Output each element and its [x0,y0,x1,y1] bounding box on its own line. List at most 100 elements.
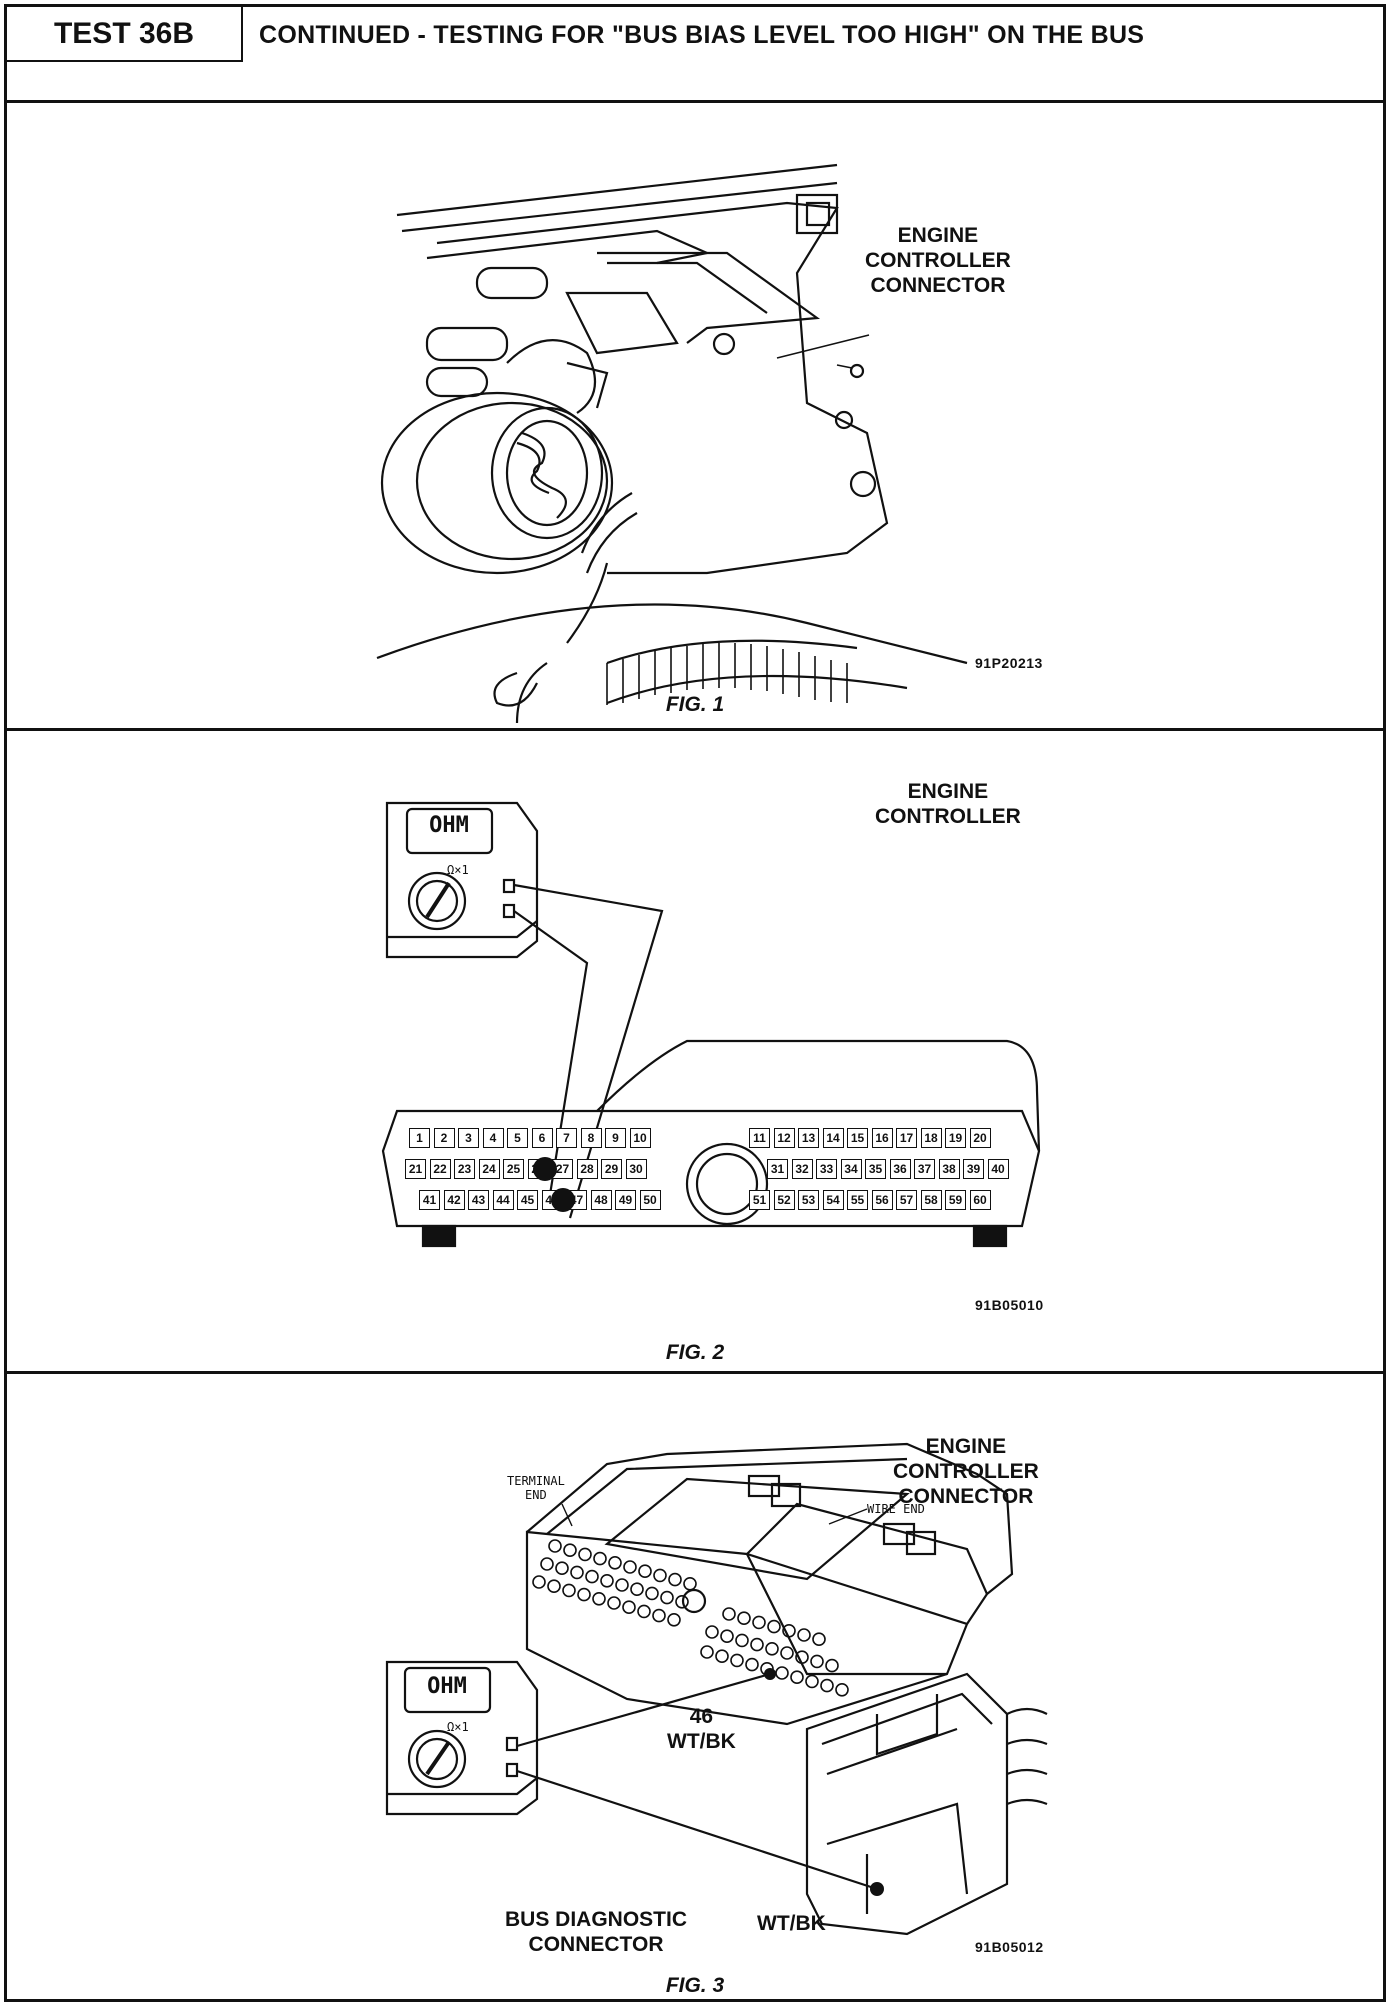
terminal-43: 43 [468,1190,489,1210]
connector-pin [645,1586,659,1601]
connector-pin [585,1569,599,1584]
bus-diagnostic-connector-label: BUS DIAGNOSTIC CONNECTOR [505,1908,688,1956]
terminal-49: 49 [615,1190,636,1210]
connector-pin [752,1615,766,1630]
connector-pin [780,1646,794,1660]
terminal-55: 55 [847,1190,868,1210]
terminal-4: 4 [482,1128,504,1148]
connector-pin [775,1666,789,1680]
page-title: CONTINUED - TESTING FOR "BUS BIAS LEVEL … [259,21,1145,49]
connector-pin [532,1575,546,1589]
figure-2-code: 91B05010 [975,1297,1044,1313]
figure-3-caption: FIG. 3 [665,1974,725,1997]
terminal-48: 48 [590,1190,612,1210]
terminal-19: 19 [945,1128,966,1148]
terminal-37: 37 [914,1159,935,1179]
connector-pin [737,1611,751,1625]
terminal-14: 14 [822,1128,844,1148]
terminal-34: 34 [840,1159,862,1179]
connector-pin [750,1637,764,1652]
connector-pin [638,1564,652,1578]
terminal-2: 2 [433,1128,455,1148]
engine-controller-connector-label: ENGINE CONTROLLER CONNECTOR [893,1435,1039,1508]
terminal-24: 24 [478,1159,500,1179]
engine-controller-connector-label: ENGINE CONTROLLER CONNECTOR [865,224,1011,297]
connector-pin [722,1607,736,1621]
terminal-18: 18 [920,1128,942,1148]
terminal-21: 21 [405,1159,426,1179]
terminal-9: 9 [605,1128,626,1148]
terminal-11: 11 [749,1128,770,1148]
terminal-50: 50 [639,1190,661,1210]
connector-pin [810,1654,824,1669]
connector-pin [782,1623,796,1638]
connector-pin [812,1632,826,1647]
terminal-39: 39 [963,1159,984,1179]
terminal-1: 1 [409,1128,430,1148]
connector-pin [600,1574,614,1588]
figure-3-code: 91B05012 [975,1939,1044,1955]
connector-pin [735,1633,749,1648]
figure-2-caption: FIG. 2 [665,1341,725,1364]
terminal-41: 41 [419,1190,440,1210]
terminal-5: 5 [507,1128,528,1148]
meter-display: OHM [427,1674,467,1699]
connector-pin [615,1578,629,1592]
figure-1-caption: FIG. 1 [665,693,725,716]
meter-range: Ω×1 [447,1720,469,1734]
connector-pin [667,1613,681,1627]
engine-controller-illustration [376,163,968,724]
connector-pin [700,1645,714,1659]
connector-pin [835,1682,849,1697]
probe-point [551,1188,575,1212]
connector-pin [797,1628,811,1642]
connector-pin [805,1674,819,1689]
connector-pin [555,1561,569,1575]
connector-pin [705,1625,719,1639]
terminal-45: 45 [517,1190,538,1210]
terminal-22: 22 [429,1159,451,1179]
terminal-29: 29 [601,1159,622,1179]
connector-pin [715,1649,729,1664]
terminal-23: 23 [454,1159,475,1179]
test-label: TEST 36B [7,7,243,62]
connector-pin [652,1608,666,1623]
terminal-25: 25 [503,1159,524,1179]
connector-pin [745,1657,759,1672]
connector-pin [578,1547,592,1562]
connector-pin [562,1583,576,1598]
pin-46-label: 46 WT/BK [667,1705,736,1753]
terminal-13: 13 [798,1128,819,1148]
terminal-35: 35 [865,1159,886,1179]
terminal-33: 33 [816,1159,837,1179]
ohmmeter-to-controller-diagram [381,801,1041,1248]
terminal-6: 6 [531,1128,553,1148]
connector-pin [767,1619,781,1634]
connector-pin [720,1629,734,1644]
figure-1-panel: ENGINE CONTROLLER CONNECTOR 91P20213 FIG… [7,103,1383,731]
connector-pin [730,1653,744,1668]
terminal-53: 53 [798,1190,819,1210]
terminal-10: 10 [629,1128,651,1148]
connector-pin [570,1565,584,1580]
terminal-51: 51 [749,1190,770,1210]
connector-pin [765,1641,779,1656]
terminal-20: 20 [969,1128,991,1148]
terminal-8: 8 [580,1128,602,1148]
connector-pin [660,1590,674,1605]
terminal-32: 32 [791,1159,813,1179]
connector-pin [540,1557,554,1571]
connector-pin [637,1604,651,1619]
connector-pin [592,1592,606,1606]
terminal-27: 27 [552,1159,573,1179]
connector-pin [683,1577,697,1591]
connector-pin [630,1582,644,1596]
terminal-end-label: TERMINAL END [507,1474,565,1502]
terminal-38: 38 [938,1159,960,1179]
terminal-30: 30 [625,1159,647,1179]
connector-pin [820,1678,834,1693]
terminal-54: 54 [822,1190,844,1210]
bus-diagnostic-diagram [385,1442,1048,1936]
terminal-12: 12 [773,1128,795,1148]
